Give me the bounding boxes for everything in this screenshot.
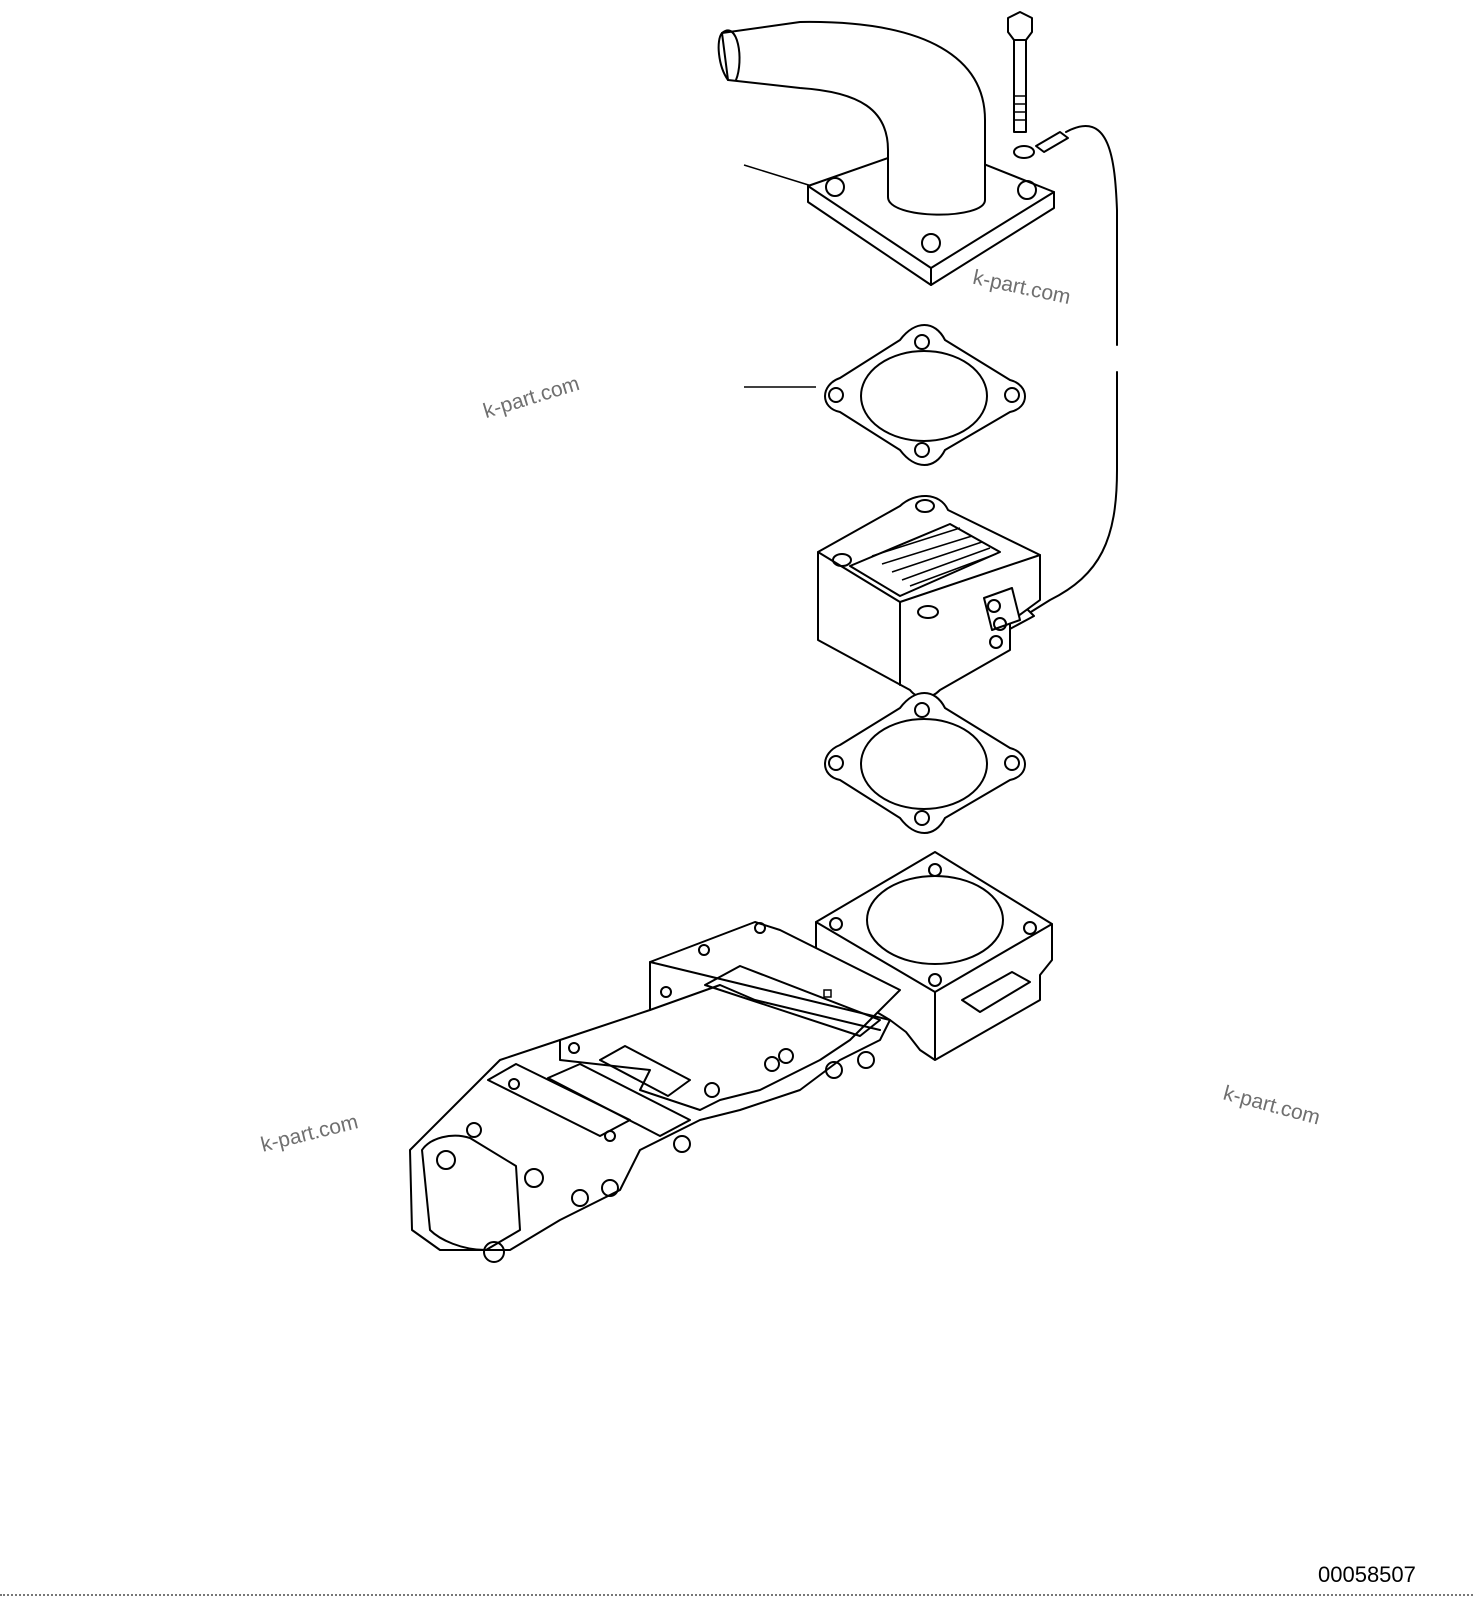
gasket-lower	[824, 692, 1026, 834]
bottom-dotted-border	[0, 1594, 1473, 1596]
heater-block	[817, 494, 1041, 699]
sensor-cable	[999, 125, 1118, 631]
elbow-pipe	[717, 20, 1055, 286]
leader-line-elbow	[743, 164, 816, 188]
drawing-number: 00058507	[1318, 1562, 1416, 1587]
intake-manifold	[409, 851, 1053, 1263]
bolt	[1007, 11, 1033, 133]
gasket-upper	[824, 324, 1026, 466]
